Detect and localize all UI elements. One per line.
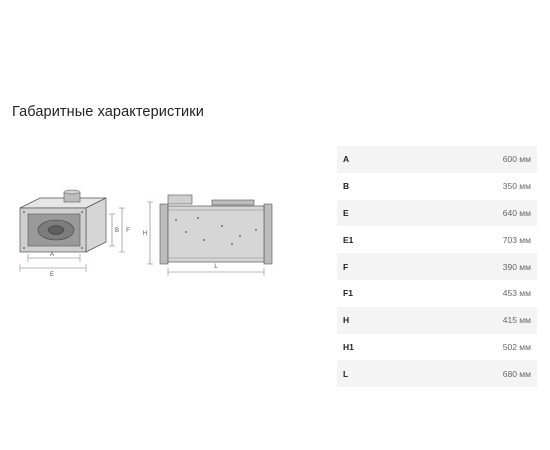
spec-name: L (343, 368, 349, 379)
left-view-drawing: A E B F (19, 189, 130, 278)
spec-value: 390 мм (502, 261, 531, 272)
spec-name: A (343, 154, 350, 165)
specs-table: A 600 мм B 350 мм E 640 мм E1 703 мм F 3… (337, 146, 537, 388)
right-view-drawing: H L (143, 194, 273, 276)
spec-name: B (343, 181, 350, 192)
spec-row-e1: E1 703 мм (337, 226, 537, 253)
spec-value: 600 мм (502, 154, 531, 165)
spec-value: 453 мм (502, 288, 531, 299)
page-title: Габаритные характеристики (12, 104, 204, 120)
spec-name: H1 (343, 341, 354, 352)
spec-value: 502 мм (502, 341, 531, 352)
spec-name: E1 (343, 234, 354, 245)
spec-name: F1 (343, 288, 353, 299)
dimension-label-f: F (126, 228, 130, 234)
dimension-label-h: H (143, 231, 147, 237)
spec-name: E (343, 207, 349, 218)
spec-row-h: H 415 мм (337, 306, 537, 334)
spec-row-f: F 390 мм (337, 253, 537, 280)
spec-value: 640 мм (502, 207, 531, 218)
spec-value: 415 мм (502, 315, 531, 326)
spec-value: 680 мм (502, 368, 531, 379)
spec-row-h1: H1 502 мм (337, 334, 537, 361)
fan-dimension-drawing: A E B F H L (19, 189, 273, 278)
spec-row-a: A 600 мм (337, 146, 537, 173)
spec-row-b: B 350 мм (337, 173, 537, 200)
spec-value: 703 мм (502, 234, 531, 245)
spec-name: H (343, 315, 350, 326)
dimension-label-e: E (50, 272, 54, 278)
dimension-label-b: B (115, 228, 119, 234)
spec-row-f1: F1 453 мм (337, 280, 537, 307)
spec-value: 350 мм (502, 181, 531, 192)
spec-row-e: E 640 мм (337, 199, 537, 227)
dimension-label-l: L (214, 264, 218, 270)
dimension-label-a: A (50, 252, 54, 258)
spec-row-l: L 680 мм (337, 360, 537, 388)
spec-name: F (343, 261, 349, 272)
